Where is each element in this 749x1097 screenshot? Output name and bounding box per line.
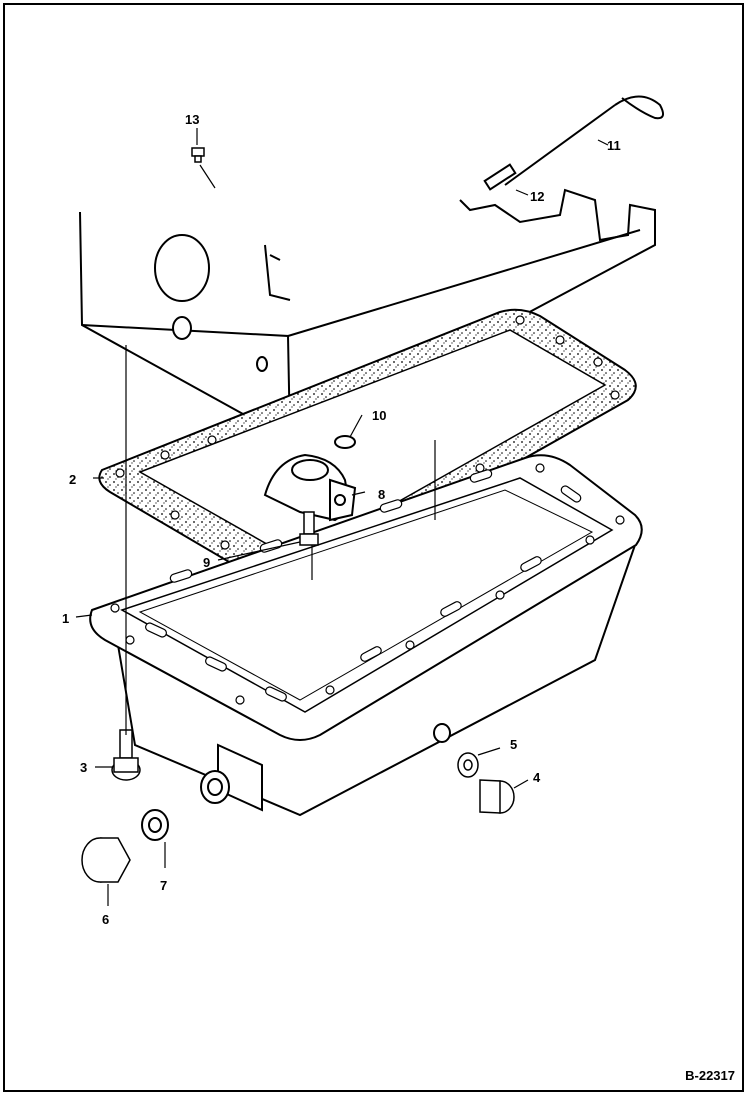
dipstick [483, 95, 665, 191]
figure-frame [3, 3, 744, 1092]
oil-strainer [263, 435, 357, 522]
engine-block [79, 188, 656, 442]
callout-1: 1 [62, 611, 69, 626]
drain-washer [141, 809, 169, 841]
callout-10: 10 [372, 408, 386, 423]
callout-8: 8 [378, 487, 385, 502]
callout-6: 6 [102, 912, 109, 927]
cap-screw [191, 147, 205, 163]
oil-pan-gasket [98, 308, 637, 589]
o-ring-10 [334, 435, 356, 449]
callout-4: 4 [533, 770, 541, 785]
callout-13: 13 [185, 112, 199, 127]
side-washer [457, 752, 479, 778]
callout-2: 2 [69, 472, 76, 487]
oil-pan [89, 454, 643, 817]
callout-3: 3 [80, 760, 87, 775]
side-plug [479, 779, 515, 814]
callout-11: 11 [607, 138, 621, 153]
strainer-bolt [299, 511, 319, 546]
callout-5: 5 [510, 737, 517, 752]
figure-reference-code: B-22317 [685, 1068, 735, 1083]
pan-bolt [111, 729, 141, 781]
callout-7: 7 [160, 878, 167, 893]
callout-9: 9 [203, 555, 210, 570]
callout-12: 12 [530, 189, 544, 204]
drain-plug [81, 837, 131, 883]
leader-lines [75, 128, 609, 906]
